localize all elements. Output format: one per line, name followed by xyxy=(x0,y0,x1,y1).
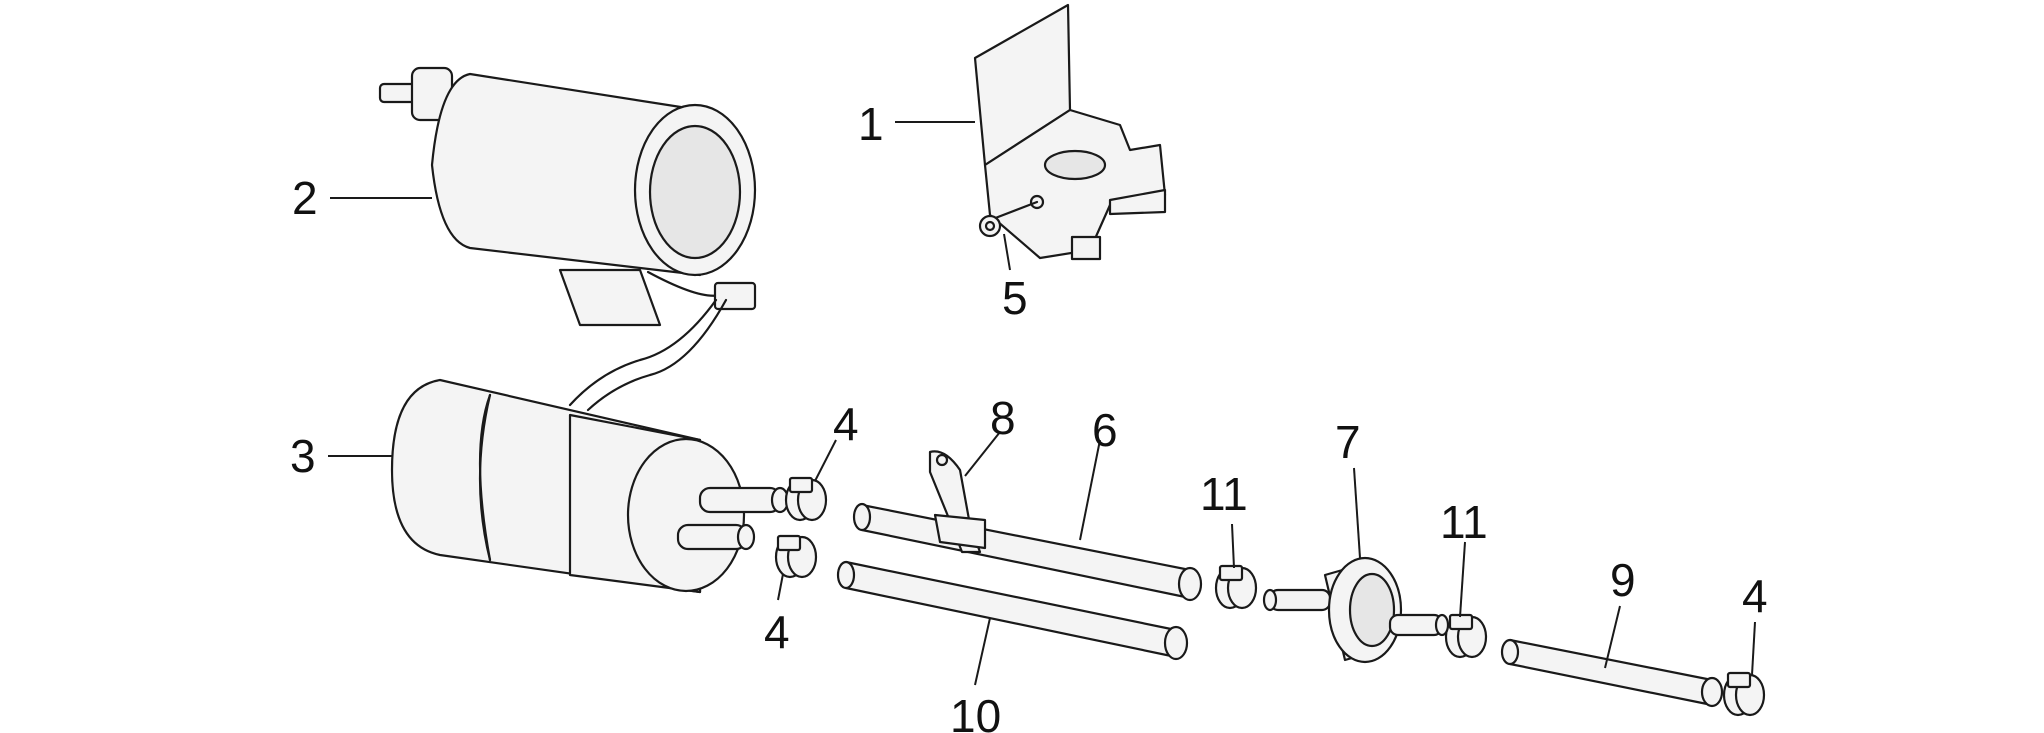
callout-11-left: 11 xyxy=(1200,468,1248,520)
clamp-part-lower xyxy=(774,534,818,579)
fuel-pump-part xyxy=(390,378,790,594)
clamp-part-end xyxy=(1722,671,1766,717)
hose-part-lower xyxy=(836,560,1189,661)
nut-part xyxy=(978,214,1002,238)
callout-4-lower: 4 xyxy=(764,606,790,658)
hose-part-return xyxy=(1500,638,1724,708)
hose-strap-part xyxy=(928,450,987,554)
callout-4-upper: 4 xyxy=(833,398,859,450)
callout-labels: 1 2 3 4 4 4 5 6 7 8 9 10 11 11 xyxy=(290,98,1768,733)
callout-4-end: 4 xyxy=(1742,570,1768,622)
callout-7: 7 xyxy=(1335,416,1361,468)
callout-6: 6 xyxy=(1092,404,1118,456)
callout-5: 5 xyxy=(1002,272,1028,324)
callout-2: 2 xyxy=(292,172,318,224)
bracket-part xyxy=(973,3,1167,261)
inline-filter-part xyxy=(1262,556,1450,664)
callout-10: 10 xyxy=(950,690,1001,733)
clamp-part-upper xyxy=(784,476,828,522)
leader-lines xyxy=(328,121,1756,686)
clamp-part-filter-right xyxy=(1444,613,1488,659)
callout-9: 9 xyxy=(1610,554,1636,606)
callout-11-right: 11 xyxy=(1440,496,1488,548)
callout-8: 8 xyxy=(990,392,1016,444)
sender-part xyxy=(378,66,757,412)
callout-1: 1 xyxy=(858,98,884,150)
clamp-part-filter-left xyxy=(1214,564,1258,610)
callout-3: 3 xyxy=(290,430,316,482)
